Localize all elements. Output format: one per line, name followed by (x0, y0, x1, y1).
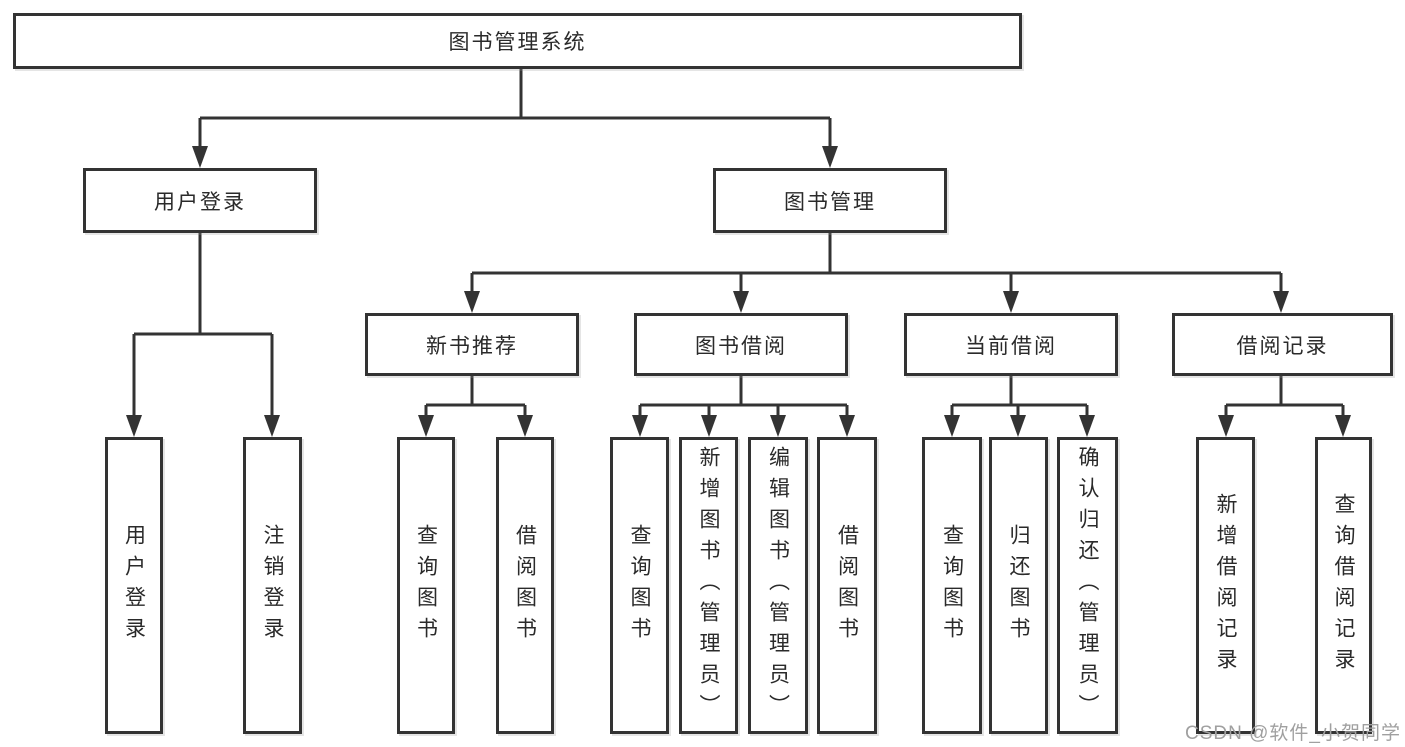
node-label: 当前借阅 (965, 334, 1057, 358)
arrow-down-icon (944, 415, 960, 437)
arrow-down-icon (126, 415, 142, 437)
node-label: 新书推荐 (426, 334, 518, 358)
arrow-down-icon (770, 415, 786, 437)
arrow-down-icon (1003, 291, 1019, 313)
leaf-query-books-recommend: 查询图书 (397, 437, 455, 734)
arrow-down-icon (264, 415, 280, 437)
leaf-label: 查询借阅记录 (1332, 492, 1355, 679)
leaf-user-login: 用户登录 (105, 437, 163, 734)
leaf-edit-book-admin: 编辑图书（管理员） (748, 437, 808, 734)
leaf-add-borrow-record: 新增借阅记录 (1196, 437, 1255, 734)
leaf-label: 借阅图书 (513, 523, 537, 648)
arrow-down-icon (1335, 415, 1351, 437)
leaf-label: 查询图书 (940, 523, 964, 648)
leaf-label: 新增图书（管理员） (697, 446, 720, 725)
leaf-query-books-borrowing: 查询图书 (610, 437, 669, 734)
arrow-down-icon (1010, 415, 1026, 437)
leaf-query-borrow-record: 查询借阅记录 (1315, 437, 1372, 734)
leaf-add-book-admin: 新增图书（管理员） (679, 437, 738, 734)
leaf-label: 归还图书 (1007, 523, 1030, 648)
arrow-down-icon (517, 415, 533, 437)
arrow-down-icon (1273, 291, 1289, 313)
node-label: 图书借阅 (695, 334, 787, 358)
arrow-down-icon (733, 291, 749, 313)
leaf-label: 查询图书 (628, 523, 651, 648)
node-new-book-recommendation: 新书推荐 (365, 313, 579, 376)
arrow-down-icon (192, 146, 208, 168)
watermark: CSDN @软件_小贺同学 (1185, 723, 1401, 744)
arrow-down-icon (822, 146, 838, 168)
arrow-down-icon (418, 415, 434, 437)
arrow-down-icon (1079, 415, 1095, 437)
leaf-logout: 注销登录 (243, 437, 302, 734)
leaf-label: 新增借阅记录 (1214, 492, 1237, 679)
arrow-down-icon (464, 291, 480, 313)
node-label: 图书管理系统 (448, 31, 587, 54)
connector-path (132, 69, 1345, 416)
leaf-label: 查询图书 (414, 523, 438, 648)
node-book-borrowing: 图书借阅 (634, 313, 848, 376)
node-label: 图书管理 (784, 190, 876, 214)
arrow-down-icon (701, 415, 717, 437)
leaf-return-book: 归还图书 (989, 437, 1048, 734)
arrow-down-icon (632, 415, 648, 437)
leaf-query-books-current: 查询图书 (922, 437, 982, 734)
node-label: 用户登录 (154, 190, 246, 214)
leaf-label: 用户登录 (122, 523, 146, 648)
leaf-borrow-books-borrowing: 借阅图书 (817, 437, 877, 734)
connector-arrowheads (126, 146, 1351, 437)
node-user-login: 用户登录 (83, 168, 317, 233)
node-borrowing-records: 借阅记录 (1172, 313, 1393, 376)
node-root: 图书管理系统 (13, 13, 1022, 69)
leaf-confirm-return-admin: 确认归还（管理员） (1057, 437, 1118, 734)
node-book-management: 图书管理 (713, 168, 947, 233)
leaf-label: 确认归还（管理员） (1076, 446, 1099, 725)
leaf-borrow-books-recommend: 借阅图书 (496, 437, 554, 734)
arrow-down-icon (1218, 415, 1234, 437)
node-current-borrowing: 当前借阅 (904, 313, 1118, 376)
node-label: 借阅记录 (1236, 334, 1329, 358)
leaf-label: 借阅图书 (835, 523, 859, 648)
arrow-down-icon (839, 415, 855, 437)
leaf-label: 注销登录 (261, 523, 284, 648)
leaf-label: 编辑图书（管理员） (766, 446, 790, 725)
